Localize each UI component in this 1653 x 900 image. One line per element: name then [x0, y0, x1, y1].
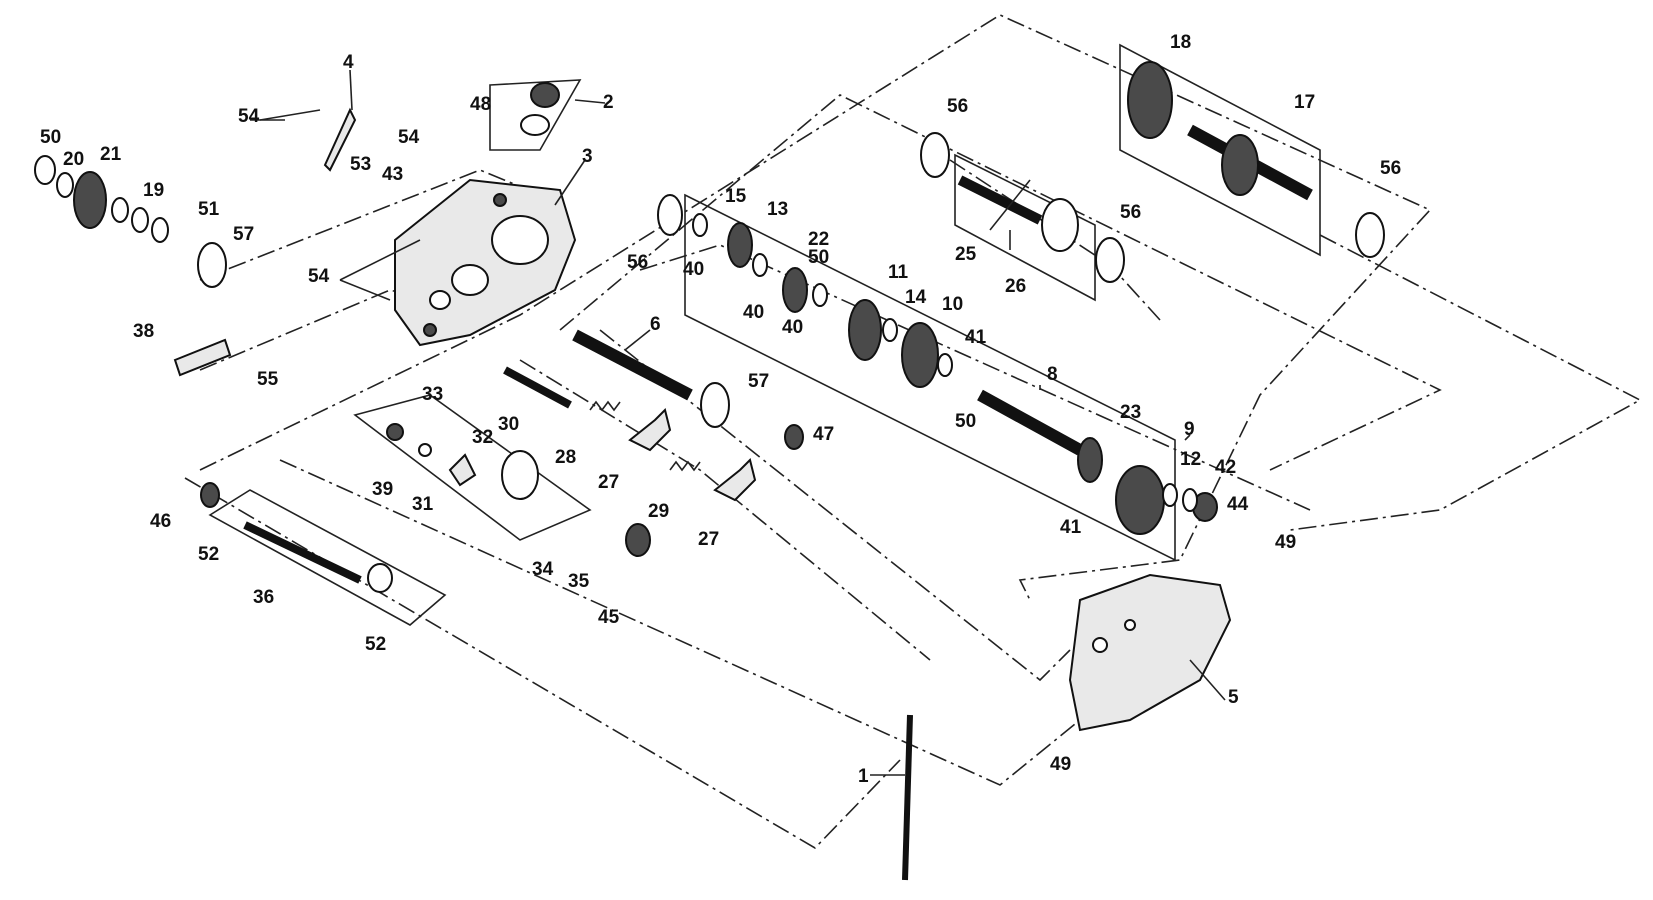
callout-56b: 56: [627, 252, 648, 273]
callout-14: 14: [905, 287, 927, 308]
callout-23: 23: [1120, 402, 1141, 423]
callout-8: 8: [1047, 364, 1058, 385]
callout-25: 25: [955, 244, 977, 265]
callout-32: 32: [472, 427, 493, 448]
callout-20: 20: [63, 149, 84, 170]
callout-43: 43: [382, 164, 403, 185]
callout-56a: 56: [947, 96, 968, 117]
callout-40a: 40: [683, 259, 704, 280]
gearbox-housing: [394, 178, 577, 347]
callout-44: 44: [1227, 494, 1249, 515]
callout-11: 11: [888, 262, 909, 283]
callout-56c: 56: [1120, 202, 1141, 223]
callout-4: 4: [343, 52, 354, 73]
callout-50b: 50: [808, 247, 829, 268]
callout-51: 51: [198, 199, 220, 220]
callout-57a: 57: [233, 224, 254, 245]
callout-13: 13: [767, 199, 788, 220]
callout-17: 17: [1294, 92, 1315, 113]
callout-52a: 52: [198, 544, 219, 565]
callout-18: 18: [1170, 32, 1191, 53]
callout-26: 26: [1005, 276, 1026, 297]
callout-50a: 50: [40, 127, 61, 148]
callout-9: 9: [1184, 419, 1195, 440]
assembly-outline: [184, 14, 1642, 850]
callout-41a: 41: [965, 327, 987, 348]
callout-12: 12: [1180, 449, 1201, 470]
callout-15: 15: [725, 186, 747, 207]
group-frames: [208, 43, 1321, 626]
callout-50c: 50: [955, 411, 976, 432]
callout-21: 21: [100, 144, 122, 165]
callout-33: 33: [422, 384, 443, 405]
callout-28: 28: [555, 447, 576, 468]
side-cover: [1068, 573, 1232, 732]
callout-56d: 56: [1380, 158, 1401, 179]
callout-53: 53: [350, 154, 371, 175]
callout-5: 5: [1228, 687, 1239, 708]
callout-31: 31: [412, 494, 434, 515]
forks-springs-levers: [173, 107, 757, 502]
callout-34: 34: [532, 559, 554, 580]
callout-19: 19: [143, 180, 164, 201]
callout-49b: 49: [1050, 754, 1071, 775]
callout-6: 6: [650, 314, 661, 335]
callout-36: 36: [253, 587, 274, 608]
callout-54c: 54: [308, 266, 330, 287]
callout-45: 45: [598, 607, 620, 628]
callout-40c: 40: [782, 317, 803, 338]
callout-29: 29: [648, 501, 669, 522]
callout-38: 38: [133, 321, 154, 342]
callout-42: 42: [1215, 457, 1236, 478]
callout-54a: 54: [238, 106, 260, 127]
callout-35: 35: [568, 571, 590, 592]
callout-40b: 40: [743, 302, 764, 323]
bearings-washers: [34, 82, 1385, 593]
callout-27b: 27: [698, 529, 719, 550]
callout-49a: 49: [1275, 532, 1296, 553]
callout-54b: 54: [398, 127, 420, 148]
callout-41b: 41: [1060, 517, 1082, 538]
callout-55: 55: [257, 369, 279, 390]
callout-46: 46: [150, 511, 171, 532]
callout-27a: 27: [598, 472, 619, 493]
callout-1: 1: [858, 766, 869, 787]
callout-47: 47: [813, 424, 834, 445]
callout-2: 2: [603, 92, 614, 113]
callout-30: 30: [498, 414, 519, 435]
callout-52b: 52: [365, 634, 386, 655]
callout-3: 3: [582, 146, 593, 167]
callout-57b: 57: [748, 371, 769, 392]
callout-22: 22: [808, 229, 829, 250]
callout-39: 39: [372, 479, 393, 500]
label-layer: 1 2 3 4 5 6 8 9 10 11 12 13 14 15 17 18 …: [40, 32, 1401, 787]
callout-48: 48: [470, 94, 491, 115]
callout-10: 10: [942, 294, 963, 315]
gears: [73, 61, 1259, 535]
